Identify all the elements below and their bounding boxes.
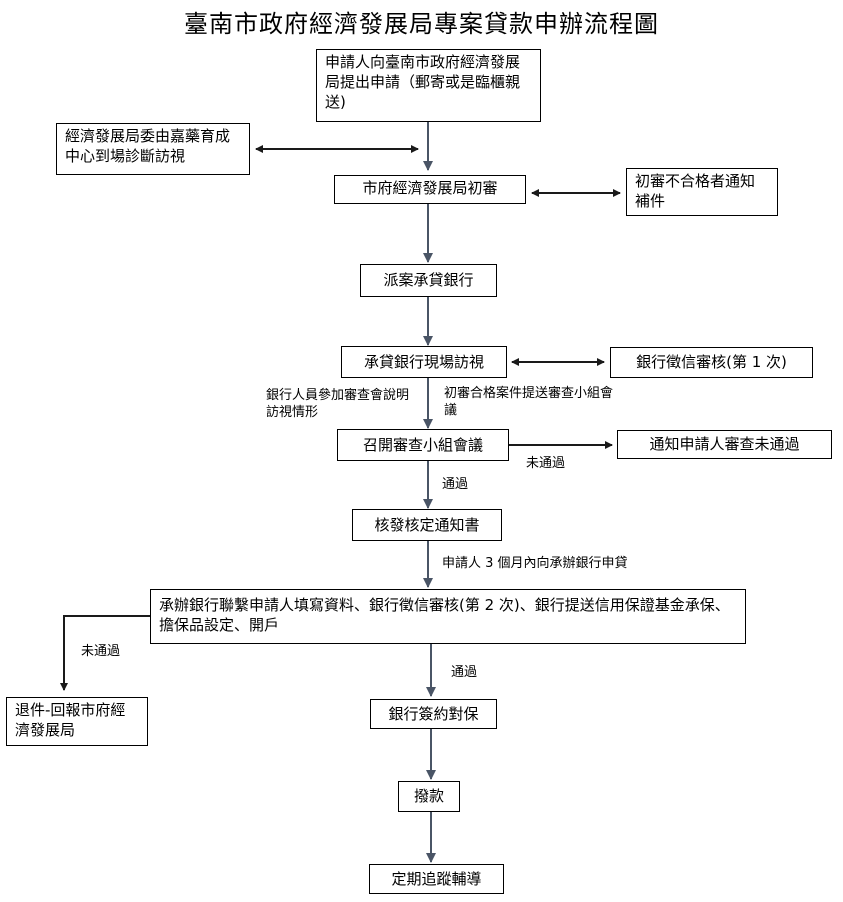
within-3-months-label: 申請人 3 個月內向承辦銀行申貸 [442,556,628,571]
credit-check-1-text: 銀行徵信審核(第 1 次) [636,353,787,371]
not-passed-label-2: 未通過 [81,644,121,659]
page-title: 臺南市政府經濟發展局專案貸款申辦流程圖 [184,10,659,38]
incubation-visit-box: 經濟發展局委由嘉藥育成中心到場診斷訪視 [56,123,250,175]
bank-visit-box: 承貸銀行現場訪視 [341,346,507,378]
notify-fail-text: 通知申請人審查未通過 [649,435,800,453]
return-report-box: 退件-回報市府經濟發展局 [6,697,148,746]
passed-label-2: 通過 [451,665,478,680]
return-report-text: 退件-回報市府經濟發展局 [15,701,126,739]
bank-visit-text: 承貸銀行現場訪視 [363,353,484,371]
incubation-visit-text: 經濟發展局委由嘉藥育成中心到場診斷訪視 [65,127,231,165]
initial-review-box: 市府經濟發展局初審 [334,175,526,204]
assign-bank-text: 派案承貸銀行 [383,271,474,289]
credit-check-1-box: 銀行徵信審核(第 1 次) [610,347,813,378]
bank-staff-note-label: 銀行人員參加審查會說明訪視情形 [266,388,410,420]
supplement-text: 初審不合格者通知補件 [635,172,756,210]
passed-label-1: 通過 [442,477,469,492]
committee-box: 召開審查小組會議 [337,429,509,461]
follow-up-box: 定期追蹤輔導 [369,864,504,894]
disburse-text: 撥款 [413,787,444,805]
initial-review-text: 市府經濟發展局初審 [362,179,498,197]
submit-committee-label: 初審合格案件提送審查小組會議 [444,386,614,418]
assign-bank-box: 派案承貸銀行 [360,264,497,297]
apply-box: 申請人向臺南市政府經濟發展局提出申請（郵寄或是臨櫃親送) [316,49,541,122]
sign-text: 銀行簽約對保 [388,705,479,723]
notify-fail-box: 通知申請人審查未通過 [617,430,832,459]
bank-process-text: 承辦銀行聯繫申請人填寫資料、銀行徵信審核(第 2 次)、銀行提送信用保證基金承保… [159,596,730,634]
disburse-box: 撥款 [398,781,460,812]
bank-process-box: 承辦銀行聯繫申請人填寫資料、銀行徵信審核(第 2 次)、銀行提送信用保證基金承保… [150,589,746,644]
apply-text: 申請人向臺南市政府經濟發展局提出申請（郵寄或是臨櫃親送) [325,53,521,111]
sign-box: 銀行簽約對保 [370,699,497,729]
committee-text: 召開審查小組會議 [362,436,483,454]
arrow-process-to-return [60,615,150,691]
follow-up-text: 定期追蹤輔導 [391,870,482,888]
not-passed-label-1: 未通過 [526,456,566,471]
approval-letter-box: 核發核定通知書 [352,509,502,541]
approval-letter-text: 核發核定通知書 [374,516,480,534]
supplement-box: 初審不合格者通知補件 [626,168,778,216]
